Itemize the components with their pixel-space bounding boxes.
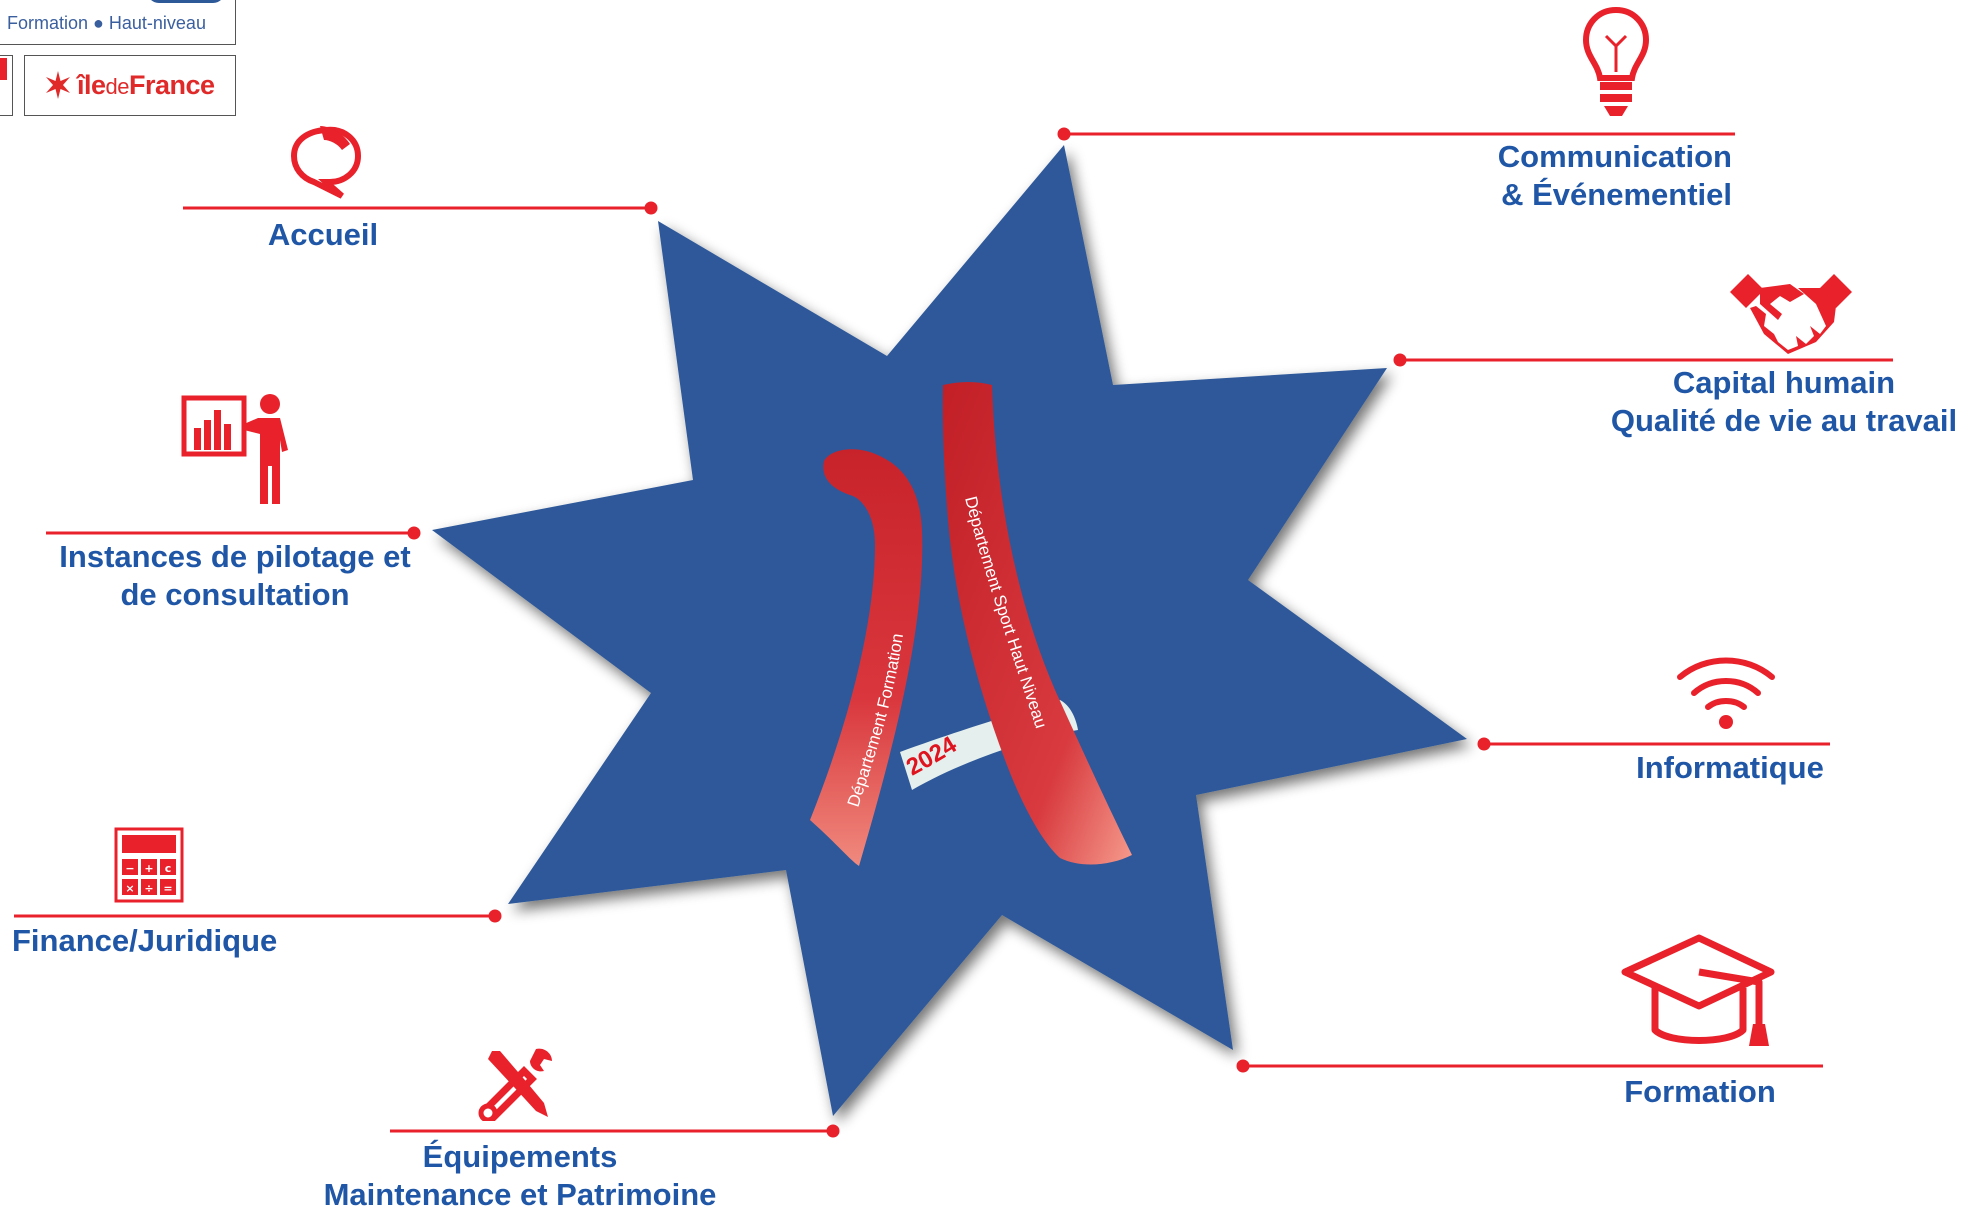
svg-text:×: ×	[125, 882, 134, 895]
label-formation[interactable]: Formation	[1590, 1073, 1810, 1111]
logo-tagline: Formation ● Haut-niveau	[7, 13, 206, 33]
handshake-icon	[1730, 274, 1852, 354]
logo-partner-box	[0, 55, 13, 116]
star-shape	[432, 145, 1467, 1116]
label-equipements-line-1: Équipements	[422, 1139, 618, 1174]
partner-logo-mark	[0, 58, 7, 80]
region-logo-text: îledeFrance	[77, 70, 215, 101]
ribbon-left	[810, 449, 923, 866]
label-capital[interactable]: Capital humain Qualité de vie au travail	[1598, 364, 1970, 440]
label-communication-line-1: Communication	[1497, 139, 1732, 174]
graduation-cap-icon	[1619, 932, 1777, 1050]
svg-text:c: c	[165, 862, 172, 875]
tools-icon	[478, 1045, 558, 1121]
label-equipements[interactable]: Équipements Maintenance et Patrimoine	[300, 1138, 740, 1214]
label-capital-line-1: Capital humain	[1672, 365, 1896, 400]
phone-chat-icon	[286, 120, 366, 200]
svg-text:+: +	[144, 862, 153, 875]
label-communication[interactable]: Communication & Événementiel	[1430, 138, 1732, 214]
calculator-icon: −+ c × ÷ =	[114, 827, 184, 903]
connector-lines	[14, 127, 1893, 1138]
label-instances-line-1: Instances de pilotage et	[59, 539, 411, 574]
label-informatique-line: Informatique	[1636, 750, 1824, 785]
label-formation-line: Formation	[1624, 1074, 1776, 1109]
label-equipements-line-2: Maintenance et Patrimoine	[323, 1177, 717, 1212]
svg-text:÷: ÷	[144, 882, 153, 895]
logo-tagline-box: Formation ● Haut-niveau	[0, 0, 236, 45]
ribbon-right	[942, 382, 1132, 865]
region-logo-mid: de	[105, 74, 130, 99]
label-accueil[interactable]: Accueil	[233, 216, 413, 254]
presentation-chart-icon	[180, 390, 294, 508]
wifi-icon	[1676, 655, 1776, 731]
region-logo-prefix: île	[77, 70, 106, 100]
label-finance[interactable]: Finance/Juridique	[12, 922, 332, 960]
svg-text:−: −	[125, 862, 134, 875]
label-accueil-line: Accueil	[267, 217, 379, 252]
label-instances-line-2: de consultation	[120, 577, 350, 612]
lightbulb-icon	[1580, 6, 1652, 118]
region-logo-suffix: France	[129, 70, 215, 100]
label-capital-line-2: Qualité de vie au travail	[1610, 403, 1958, 438]
logo-region-box[interactable]: îledeFrance	[24, 55, 236, 116]
label-finance-line: Finance/Juridique	[12, 923, 278, 958]
label-communication-line-2: & Événementiel	[1501, 177, 1732, 212]
logo-mark	[147, 0, 225, 3]
label-informatique[interactable]: Informatique	[1610, 749, 1850, 787]
star-burst-icon	[46, 71, 70, 99]
svg-text:=: =	[163, 882, 172, 895]
label-instances[interactable]: Instances de pilotage et de consultation	[34, 538, 436, 614]
